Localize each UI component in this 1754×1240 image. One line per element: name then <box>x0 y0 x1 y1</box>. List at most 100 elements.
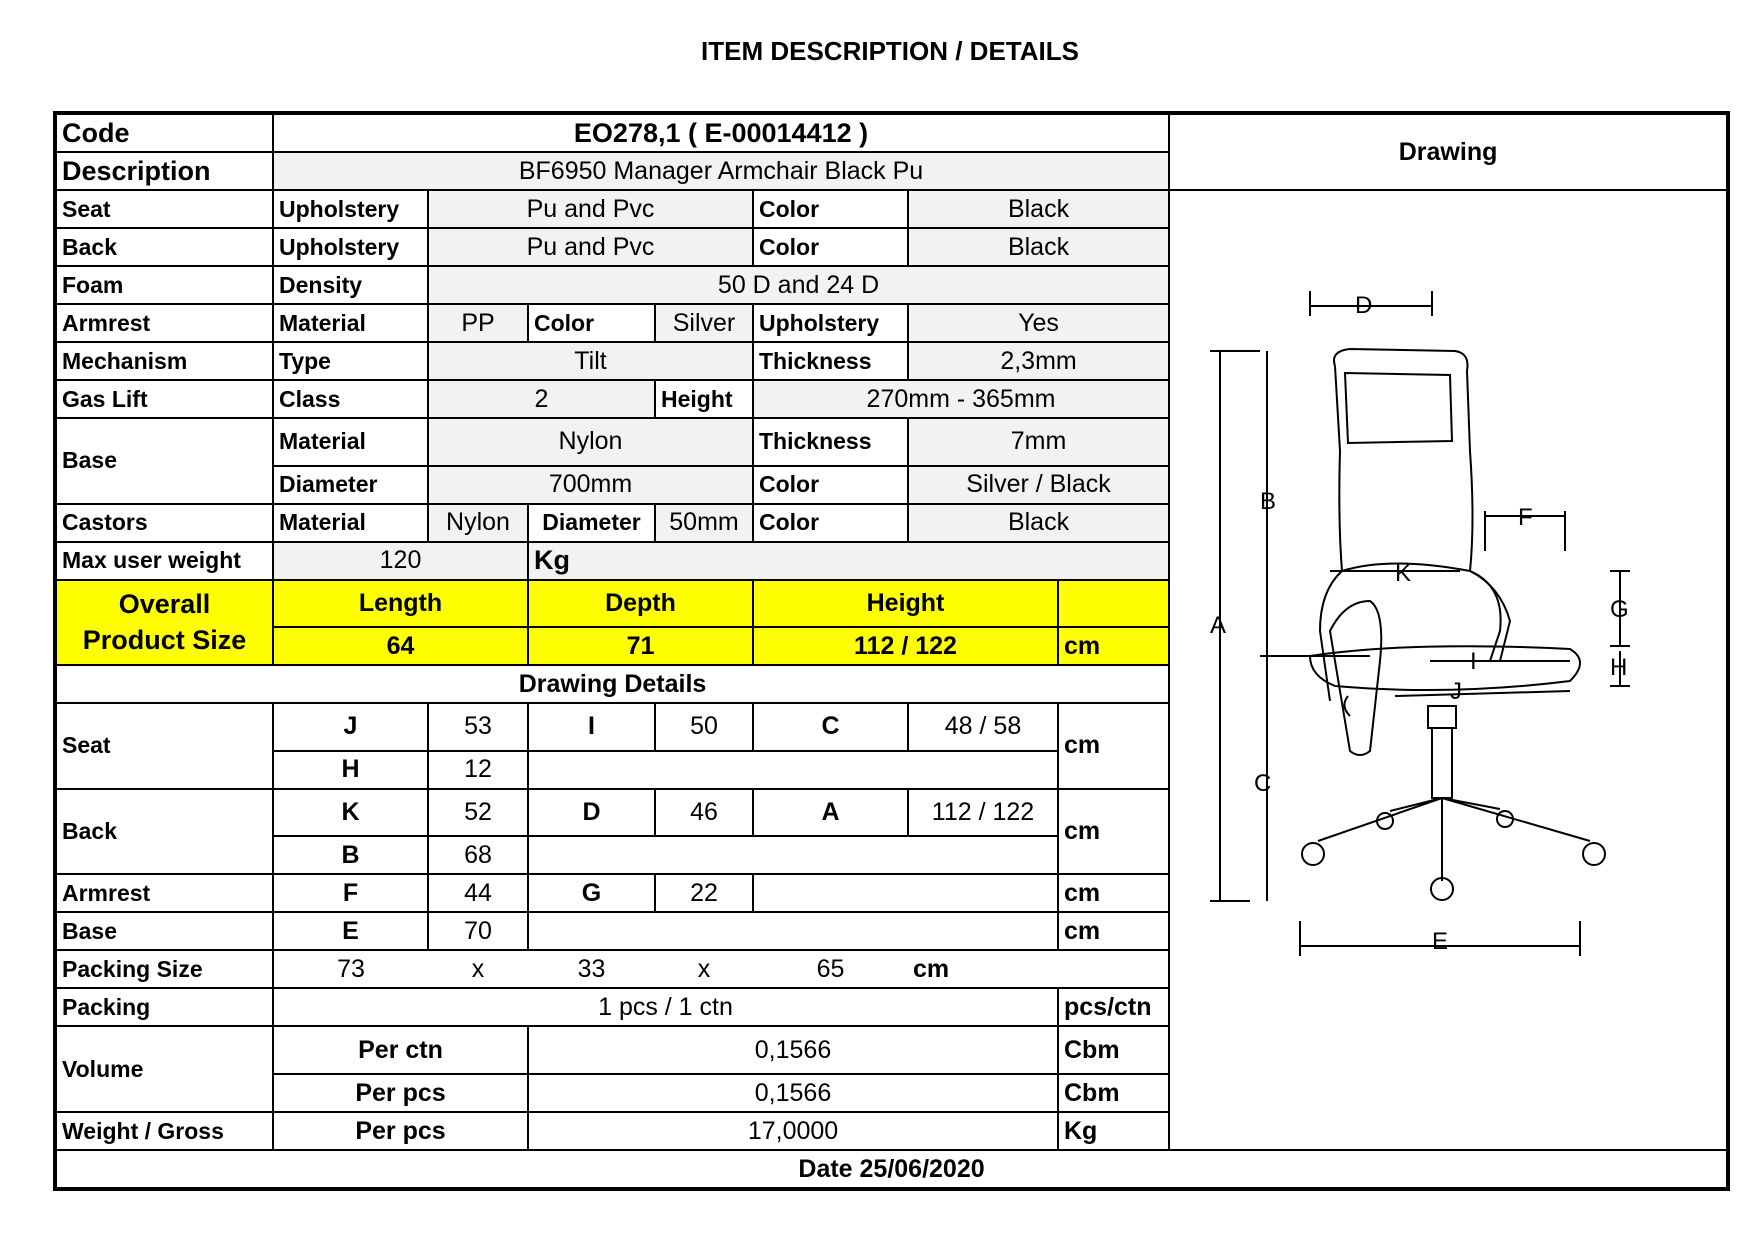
dd-armrest-blank <box>752 873 1059 914</box>
mechanism <box>1427 705 1458 729</box>
drawing-label-h: H <box>1610 654 1627 681</box>
gaslift-class-label: Class <box>272 379 429 419</box>
dd-back-a-value: 112 / 122 <box>907 787 1059 838</box>
volume-per-ctn-unit: Cbm <box>1056 1025 1171 1075</box>
dd-seat-j-key: J <box>272 702 429 752</box>
weight-per-pcs-unit: Kg <box>1056 1111 1171 1151</box>
foam-density-value: 50 D and 24 D <box>426 265 1171 305</box>
drawing-label-g: G <box>1610 596 1629 623</box>
foam-density-label: Density <box>272 265 429 305</box>
code-label: Code <box>54 112 274 153</box>
weight-per-pcs-label: Per pcs <box>272 1111 529 1151</box>
dd-base-blank <box>527 911 1059 952</box>
castors-material-label: Material <box>272 502 429 543</box>
dd-back-blank <box>527 835 1059 876</box>
dd-back-a-key: A <box>752 787 909 838</box>
dd-seat-h-value: 12 <box>427 749 529 790</box>
armrest-material-value: PP <box>427 303 529 343</box>
mechanism-type-value: Tilt <box>427 341 754 381</box>
seat-label: Seat <box>54 189 274 229</box>
mechanism-label: Mechanism <box>54 341 274 381</box>
armrest-color-label: Color <box>527 303 656 343</box>
code-value: EO278,1 ( E-00014412 ) <box>271 112 1171 153</box>
dd-back-label: Back <box>54 787 274 876</box>
volume-per-pcs-label: Per pcs <box>272 1073 529 1113</box>
weight-per-pcs-value: 17,0000 <box>527 1111 1059 1151</box>
castor-left <box>1301 842 1326 866</box>
packing-size-label: Packing Size <box>54 949 274 990</box>
overall-unit: cm <box>1056 626 1171 667</box>
drawing-label-i: I <box>1470 648 1477 675</box>
dim-b-c-line <box>1260 351 1371 901</box>
dd-seat-j-value: 53 <box>427 702 529 752</box>
drawing-label-c: C <box>1254 770 1271 797</box>
dd-back-k-key: K <box>272 787 429 838</box>
dd-seat-unit: cm <box>1056 702 1171 790</box>
dd-back-b-key: B <box>272 835 429 876</box>
castors-color-label: Color <box>752 502 909 543</box>
packing-size-unit: cm <box>908 949 1171 990</box>
foam-label: Foam <box>54 265 274 305</box>
dd-back-k-value: 52 <box>427 787 529 838</box>
drawing-details-header: Drawing Details <box>53 664 1171 705</box>
back-color-value: Black <box>906 227 1171 267</box>
dim-g-line <box>1610 570 1631 647</box>
back-upholstery-label: Upholstery <box>272 227 429 267</box>
gaslift-class-value: 2 <box>427 379 656 419</box>
base-material-value: Nylon <box>427 417 754 467</box>
seat-color-label: Color <box>752 189 909 229</box>
dd-armrest-f-value: 44 <box>427 873 529 914</box>
base-thickness-label: Thickness <box>752 417 909 467</box>
dd-seat-h-key: H <box>272 749 429 790</box>
dd-back-unit: cm <box>1056 787 1171 876</box>
dim-d-line <box>1309 291 1434 316</box>
gaslift-height-value: 270mm - 365mm <box>751 379 1171 419</box>
dd-seat-c-value: 48 / 58 <box>907 702 1059 752</box>
dim-h-line <box>1610 651 1631 687</box>
maxweight-unit: Kg <box>526 540 1171 581</box>
dd-back-b-value: 68 <box>427 835 529 876</box>
armrest-left <box>1329 599 1383 756</box>
dd-base-unit: cm <box>1056 911 1171 952</box>
volume-per-pcs-unit: Cbm <box>1056 1073 1171 1113</box>
dd-armrest-f-key: F <box>272 873 429 914</box>
drawing-label-k: K <box>1395 560 1411 587</box>
drawing-label-d: D <box>1355 292 1372 319</box>
dd-seat-c-key: C <box>752 702 909 752</box>
castor-back-left <box>1376 812 1395 830</box>
chair-back-left <box>1319 365 1344 702</box>
drawing-label-b: B <box>1260 488 1276 515</box>
dd-seat-i-key: I <box>527 702 656 752</box>
volume-label: Volume <box>54 1025 274 1113</box>
overall-depth-value: 71 <box>527 626 754 667</box>
packing-size-height: 65 <box>753 949 908 990</box>
overall-empty <box>1056 578 1171 629</box>
spec-table: Code EO278,1 ( E-00014412 ) Drawing Desc… <box>53 111 1731 1191</box>
chair-seat <box>1309 645 1582 691</box>
dd-armrest-unit: cm <box>1056 873 1171 914</box>
armrest-upholstery-label: Upholstery <box>752 303 909 343</box>
maxweight-value: 120 <box>272 540 529 581</box>
volume-per-pcs-value: 0,1566 <box>527 1073 1059 1113</box>
packing-unit: pcs/ctn <box>1056 987 1171 1028</box>
castor-right <box>1582 842 1607 866</box>
armrest-label: Armrest <box>54 303 274 343</box>
castor-back-right <box>1496 810 1515 828</box>
castors-diameter-value: 50mm <box>654 502 754 543</box>
mechanism-thickness-value: 2,3mm <box>906 341 1171 381</box>
overall-label-line2: Product Size <box>82 625 247 656</box>
dd-base-label: Base <box>54 911 274 952</box>
description-value: BF6950 Manager Armchair Black Pu <box>271 151 1171 191</box>
dd-base-e-value: 70 <box>427 911 529 952</box>
chair-drawing: A B C D E F G H I J K <box>1210 291 1631 956</box>
chair-headrest <box>1344 371 1454 445</box>
dd-armrest-g-value: 22 <box>654 873 754 914</box>
armrest-color-value: Silver <box>654 303 754 343</box>
castors-label: Castors <box>54 502 274 543</box>
volume-per-ctn-label: Per ctn <box>272 1025 529 1075</box>
base-color-value: Silver / Black <box>906 464 1171 505</box>
back-upholstery-value: Pu and Pvc <box>427 227 754 267</box>
packing-label: Packing <box>54 987 274 1028</box>
dd-armrest-g-key: G <box>527 873 656 914</box>
date: Date 25/06/2020 <box>53 1149 1730 1190</box>
